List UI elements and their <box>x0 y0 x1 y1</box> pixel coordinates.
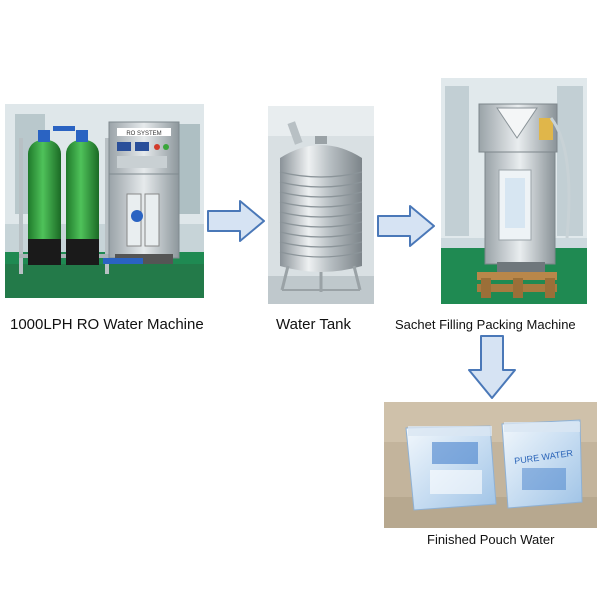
ro-panel-text: RO SYSTEM <box>126 131 161 137</box>
step-label-sachet-machine: Sachet Filling Packing Machine <box>395 317 576 332</box>
ro-water-machine-photo: RO SYSTEM <box>5 104 204 298</box>
step-label-ro-machine: 1000LPH RO Water Machine <box>10 316 204 333</box>
step-label-water-tank: Water Tank <box>276 316 352 333</box>
sachet-filling-machine-photo <box>441 78 587 304</box>
arrow-right-icon <box>206 199 266 243</box>
stainless-water-tank-photo <box>268 106 374 304</box>
step-label-pouch-water: Finished Pouch Water <box>427 532 555 547</box>
pouch-water-photo: PURE WATER <box>384 402 597 528</box>
arrow-down-icon <box>467 334 517 400</box>
arrow-right-icon <box>376 204 436 248</box>
